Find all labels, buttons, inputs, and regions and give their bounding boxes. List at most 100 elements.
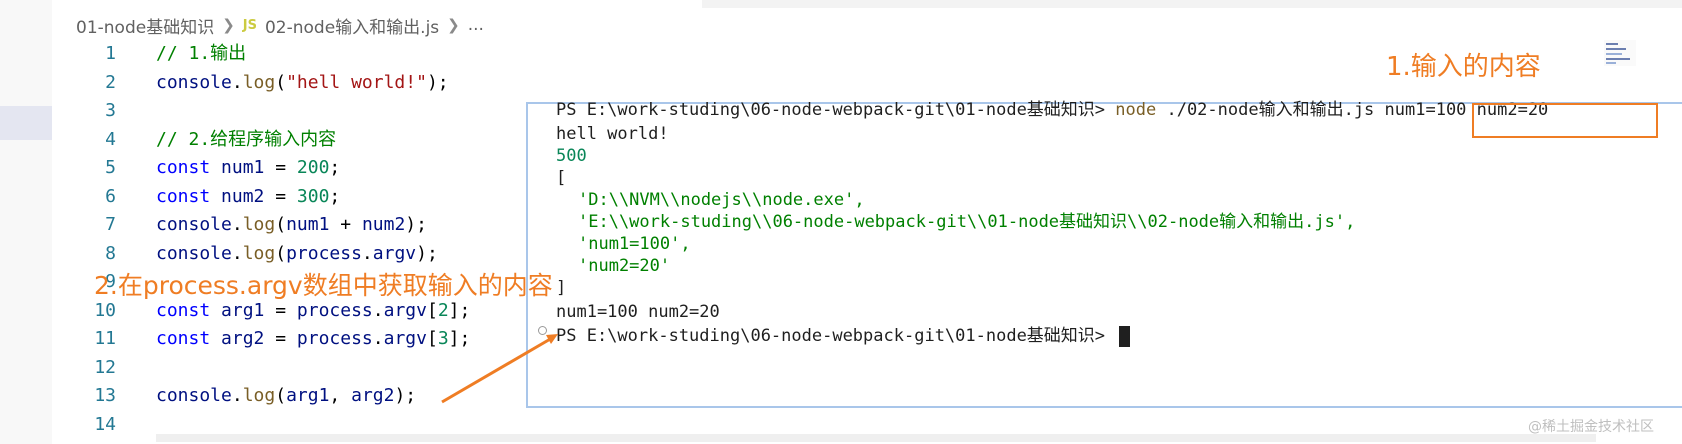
line-number: 13 [94, 385, 116, 406]
code-token: [ [426, 328, 438, 349]
code-text: const arg1 = process.argv[2]; [156, 297, 470, 326]
code-token: ); [394, 385, 417, 406]
terminal-output-line: 'num1=100', [578, 234, 691, 254]
code-token: const [156, 185, 211, 207]
activity-bar [0, 0, 52, 444]
breadcrumb-file[interactable]: 02-node输入和输出.js [264, 17, 440, 38]
activity-bar-highlight [0, 106, 52, 140]
code-token: 300 [296, 185, 330, 207]
code-line[interactable]: 14 [60, 411, 780, 440]
horizontal-scrollbar[interactable] [156, 434, 1596, 442]
code-line[interactable]: 3 [60, 97, 780, 126]
terminal-prompt: PS E:\work-studing\06-node-webpack-git\0… [556, 100, 1116, 120]
annotation-label-input: 1.输入的内容 [1386, 52, 1541, 82]
code-token: ; [329, 185, 341, 207]
code-token: . [231, 242, 243, 264]
code-token: , [329, 385, 352, 406]
code-token: num1 [286, 214, 330, 235]
code-token: console [156, 71, 232, 93]
code-text: console.log(arg1, arg2); [156, 382, 416, 411]
breadcrumb: 01-node基础知识 ❯ JS 02-node输入和输出.js ❯ ... [76, 10, 484, 40]
line-number: 10 [94, 299, 116, 321]
terminal-output-line: num1=100 num2=20 [556, 302, 720, 322]
highlight-box [1472, 103, 1658, 138]
code-token: log [242, 242, 276, 264]
code-token: const [156, 328, 211, 349]
code-token: // 1.输出 [156, 43, 247, 64]
terminal-cursor [1119, 325, 1131, 347]
code-line[interactable]: 13 console.log(arg1, arg2); [60, 382, 780, 411]
terminal-panel[interactable]: PS E:\work-studing\06-node-webpack-git\0… [526, 100, 1682, 408]
code-token: = [264, 328, 297, 349]
breadcrumb-folder[interactable]: 01-node基础知识 [76, 17, 215, 38]
code-token: arg2 [351, 385, 395, 406]
code-line[interactable]: 10 const arg1 = process.argv[2]; [60, 297, 780, 326]
code-token: num1 [221, 157, 265, 178]
breadcrumb-more[interactable]: ... [467, 15, 484, 35]
code-text: // 2.给程序输入内容 [156, 126, 336, 155]
line-number: 14 [94, 413, 116, 435]
code-token: ( [275, 214, 287, 235]
code-token: = [264, 157, 297, 178]
terminal-command-rest: ./02-node输入和输出.js [1156, 100, 1385, 120]
code-token: ]; [448, 328, 471, 349]
thumbnail-icon [1604, 40, 1636, 66]
code-token: log [242, 71, 276, 93]
code-text: console.log("hell world!"); [156, 69, 449, 98]
terminal-line: PS E:\work-studing\06-node-webpack-git\0… [556, 98, 1548, 122]
code-token: ( [275, 385, 287, 406]
code-token: arg1 [286, 385, 330, 406]
code-token [210, 300, 221, 321]
terminal-output-line: hell world! [556, 124, 669, 144]
line-number: 5 [105, 157, 116, 178]
code-text: const num1 = 200; [156, 154, 340, 183]
code-line[interactable]: 9 [60, 268, 780, 297]
code-line[interactable]: 7 console.log(num1 + num2); [60, 211, 780, 240]
terminal-args: num1=100 num2=20 [1384, 100, 1549, 120]
line-number: 3 [105, 100, 116, 121]
code-token: + [329, 214, 362, 235]
code-token: process [296, 328, 373, 349]
line-number: 8 [105, 242, 116, 264]
annotation-label-argv: 2.在process.argv数组中获取输入的内容 [94, 271, 553, 300]
code-token: 2 [437, 299, 449, 321]
js-file-icon: JS [242, 17, 257, 33]
code-line[interactable]: 1// 1.输出 [60, 40, 780, 69]
line-number: 7 [105, 214, 116, 235]
code-token: ]; [448, 299, 471, 321]
code-line[interactable]: 5 const num1 = 200; [60, 154, 780, 183]
code-token: . [231, 71, 243, 93]
code-token: log [242, 385, 276, 406]
code-token: ); [426, 71, 449, 93]
command-decoration-icon[interactable] [538, 326, 547, 335]
code-text: // 1.输出 [156, 40, 246, 69]
code-line[interactable]: 11 const arg2 = process.argv[3]; [60, 325, 780, 354]
code-token: const [156, 157, 211, 178]
code-token [210, 186, 221, 207]
line-number: 9 [105, 271, 116, 292]
code-token: process [296, 299, 373, 321]
tab-strip [702, 0, 1682, 8]
code-token: . [361, 242, 373, 264]
code-token: process [286, 242, 362, 264]
line-number: 11 [94, 328, 116, 349]
terminal-output-line: 'num2=20' [578, 256, 671, 276]
terminal-command: node [1115, 100, 1157, 120]
code-line[interactable]: 12 [60, 354, 780, 383]
code-token: console [156, 242, 232, 264]
code-text: console.log(num1 + num2); [156, 211, 427, 240]
code-token: "hell world!" [286, 71, 427, 93]
code-token: ( [275, 242, 287, 264]
line-number: 6 [105, 185, 116, 207]
code-token: log [242, 214, 276, 235]
code-line[interactable]: 4// 2.给程序输入内容 [60, 126, 780, 155]
terminal-output-line: [ [556, 168, 567, 188]
code-token: argv [383, 299, 427, 321]
code-text: const arg2 = process.argv[3]; [156, 325, 470, 354]
code-token [210, 157, 221, 178]
code-token: arg1 [221, 299, 265, 321]
